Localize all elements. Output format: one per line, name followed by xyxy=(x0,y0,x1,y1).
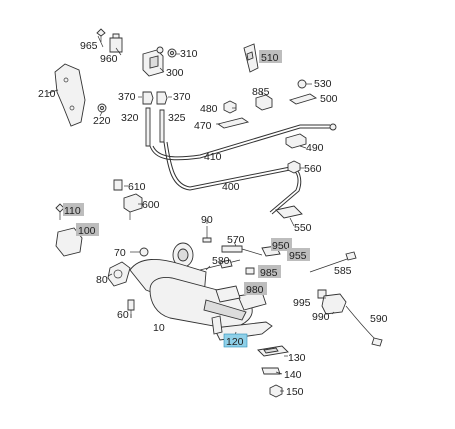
part-10-exhaust xyxy=(129,242,267,329)
part-980 xyxy=(215,285,241,303)
part-110 xyxy=(55,203,65,220)
part-530 xyxy=(297,79,307,89)
callout-120[interactable]: 120 xyxy=(226,336,244,348)
callout-885[interactable]: 885 xyxy=(252,86,270,98)
callout-955[interactable]: 955 xyxy=(289,250,307,262)
part-960 xyxy=(109,33,123,53)
callout-10[interactable]: 10 xyxy=(153,322,165,334)
callout-120-highlight xyxy=(223,333,248,348)
callout-955-highlight xyxy=(287,248,310,261)
callout-950[interactable]: 950 xyxy=(272,240,290,252)
callout-60[interactable]: 60 xyxy=(117,309,129,321)
callout-585[interactable]: 585 xyxy=(334,265,352,277)
callout-960[interactable]: 960 xyxy=(100,53,118,65)
part-325-hose xyxy=(159,109,165,143)
part-320-hose xyxy=(145,107,151,147)
callout-320[interactable]: 320 xyxy=(121,112,139,124)
callout-400[interactable]: 400 xyxy=(222,181,240,193)
callout-300[interactable]: 300 xyxy=(166,67,184,79)
part-610 xyxy=(113,179,123,191)
part-590 xyxy=(345,305,383,347)
callout-950-highlight xyxy=(271,238,292,251)
part-400-pipe xyxy=(163,141,302,215)
part-310 xyxy=(167,48,177,58)
callout-995[interactable]: 995 xyxy=(293,297,311,309)
callout-580[interactable]: 580 xyxy=(212,255,230,267)
callout-100[interactable]: 100 xyxy=(78,225,96,237)
callout-325[interactable]: 325 xyxy=(168,112,186,124)
callout-labels: 965 960 310 300 210 220 370 370 320 325 … xyxy=(38,40,388,398)
callout-570[interactable]: 570 xyxy=(227,234,245,246)
callout-510[interactable]: 510 xyxy=(261,52,279,64)
callout-80[interactable]: 80 xyxy=(96,274,108,286)
part-370-right xyxy=(156,91,168,105)
callout-990[interactable]: 990 xyxy=(312,311,330,323)
part-580 xyxy=(199,259,241,271)
callout-150[interactable]: 150 xyxy=(286,386,304,398)
part-990 xyxy=(321,293,347,315)
callout-510-highlight xyxy=(259,50,282,63)
part-470 xyxy=(216,117,250,129)
callout-310[interactable]: 310 xyxy=(180,48,198,60)
part-150 xyxy=(269,384,283,398)
callout-560[interactable]: 560 xyxy=(304,163,322,175)
part-220 xyxy=(97,103,107,113)
part-985 xyxy=(245,267,255,275)
callout-140[interactable]: 140 xyxy=(284,369,302,381)
part-100 xyxy=(55,227,83,257)
part-210 xyxy=(54,63,86,127)
callout-370-right[interactable]: 370 xyxy=(173,91,191,103)
part-130 xyxy=(257,345,289,357)
part-570 xyxy=(221,245,263,256)
callout-980-highlight xyxy=(244,282,267,295)
part-510 xyxy=(243,43,259,73)
callout-110-highlight xyxy=(63,203,84,216)
callout-470[interactable]: 470 xyxy=(194,120,212,132)
part-560 xyxy=(287,160,301,174)
callout-590[interactable]: 590 xyxy=(370,313,388,325)
callout-550[interactable]: 550 xyxy=(294,222,312,234)
callout-985[interactable]: 985 xyxy=(260,267,278,279)
callout-70[interactable]: 70 xyxy=(114,247,126,259)
callout-965[interactable]: 965 xyxy=(80,40,98,52)
leader-lines xyxy=(47,35,335,392)
callout-500[interactable]: 500 xyxy=(320,93,338,105)
callout-370-left[interactable]: 370 xyxy=(118,91,136,103)
part-585 xyxy=(309,251,357,273)
callout-220[interactable]: 220 xyxy=(93,115,111,127)
callout-130[interactable]: 130 xyxy=(288,352,306,364)
callout-110[interactable]: 110 xyxy=(64,205,81,217)
part-90 xyxy=(202,226,212,243)
callout-90[interactable]: 90 xyxy=(201,214,213,226)
callout-980[interactable]: 980 xyxy=(246,284,264,296)
part-500 xyxy=(288,93,318,105)
callout-610[interactable]: 610 xyxy=(128,181,146,193)
part-300 xyxy=(142,46,164,77)
part-80 xyxy=(107,261,131,287)
callout-490[interactable]: 490 xyxy=(306,142,324,154)
part-600 xyxy=(123,193,143,220)
part-965 xyxy=(96,28,106,42)
part-480 xyxy=(223,100,237,114)
callout-210[interactable]: 210 xyxy=(38,88,56,100)
callout-600[interactable]: 600 xyxy=(142,199,160,211)
part-410-pipe xyxy=(149,123,337,161)
callout-530[interactable]: 530 xyxy=(314,78,332,90)
part-140 xyxy=(261,367,281,375)
part-885 xyxy=(255,94,273,111)
callout-985-highlight xyxy=(258,265,281,278)
part-370-left xyxy=(142,91,154,105)
callout-100-highlight xyxy=(76,223,99,236)
part-490 xyxy=(285,133,307,149)
callout-480[interactable]: 480 xyxy=(200,103,218,115)
part-70 xyxy=(139,247,149,257)
callout-410[interactable]: 410 xyxy=(204,151,222,163)
part-550 xyxy=(275,205,303,219)
